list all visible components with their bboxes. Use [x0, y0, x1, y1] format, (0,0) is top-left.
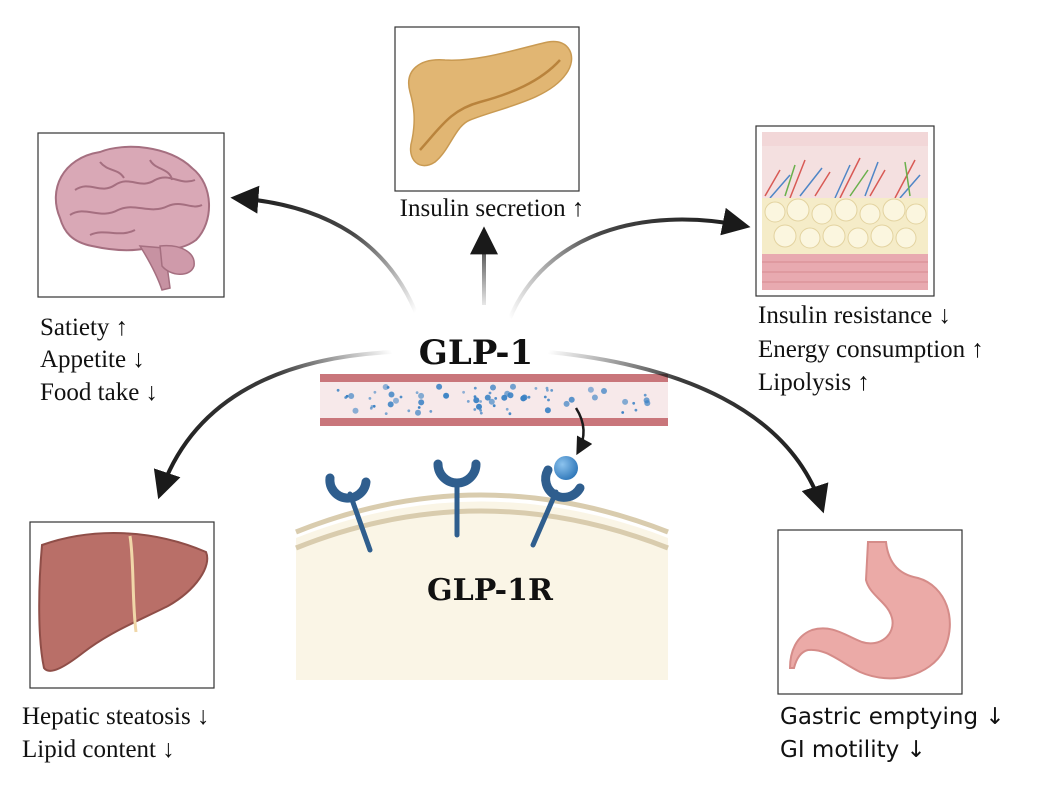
- vessel-molecule: [348, 393, 355, 399]
- vessel-molecule: [418, 392, 425, 399]
- vessel-molecule: [479, 409, 482, 412]
- vessel-molecule: [473, 408, 477, 411]
- vessel-molecule: [352, 407, 359, 414]
- vessel-molecule: [484, 394, 491, 401]
- vessel-molecule: [545, 386, 549, 390]
- vessel-molecule: [336, 388, 340, 392]
- vessel-molecule: [373, 390, 377, 394]
- glp1-title: GLP-1: [419, 333, 533, 373]
- brain-effect-3: Food take ↓: [40, 379, 158, 406]
- vessel-molecule: [399, 395, 403, 399]
- receptor-2: [433, 459, 481, 538]
- vessel-molecule: [510, 383, 516, 390]
- stomach-icon: [788, 541, 951, 680]
- vessel-molecule: [382, 384, 389, 390]
- brain-panel: Satiety ↑ Appetite ↓ Food take ↓: [37, 132, 225, 406]
- vessel-molecule: [492, 404, 496, 408]
- arrow-to-liver: [153, 350, 393, 500]
- target-cell: [295, 492, 669, 680]
- vessel-molecule: [563, 400, 570, 407]
- vessel-molecule: [546, 388, 549, 392]
- stomach-effect-1: Gastric emptying ↓: [780, 704, 1005, 730]
- vessel-molecule: [393, 397, 399, 404]
- vessel-molecule: [476, 403, 482, 410]
- receptor-1: [325, 473, 373, 553]
- vessel-molecule: [632, 401, 636, 405]
- vessel-molecule: [473, 395, 477, 398]
- brain-effect-1: Satiety ↑: [40, 314, 128, 341]
- liver-effect-1: Hepatic steatosis ↓: [22, 703, 209, 730]
- receptor-label: GLP-1R: [427, 573, 554, 608]
- binding-arrow: [574, 407, 593, 456]
- brain-effect-2: Appetite ↓: [40, 346, 145, 373]
- vessel-molecule: [488, 398, 495, 405]
- vessel-molecule: [505, 407, 509, 411]
- vessel-molecule: [488, 391, 492, 395]
- liver-icon: [38, 532, 209, 672]
- vessel-molecule: [534, 387, 538, 390]
- vessel-molecule: [415, 391, 419, 394]
- adipose-effect-2: Energy consumption ↑: [758, 336, 984, 363]
- vessel-molecule: [591, 394, 598, 401]
- vessel-molecule: [417, 406, 421, 409]
- liver-panel: Hepatic steatosis ↓ Lipid content ↓: [22, 521, 215, 763]
- vessel-molecule: [544, 407, 551, 414]
- vessel-molecule: [543, 395, 547, 399]
- vessel-molecule: [508, 412, 512, 416]
- vessel-molecule: [387, 401, 394, 408]
- adipose-effect-3: Lipolysis ↑: [758, 369, 870, 396]
- vessel-molecule: [473, 397, 480, 404]
- vessel-molecule: [644, 400, 651, 407]
- vessel-molecule: [479, 411, 483, 415]
- pancreas-panel: Insulin secretion ↑: [394, 26, 585, 222]
- vessel-molecule: [407, 409, 411, 413]
- blood-vessel: [320, 374, 668, 426]
- receptor-3-bound: [530, 456, 585, 548]
- vessel-molecule: [473, 386, 477, 390]
- vessel-molecule: [345, 394, 349, 398]
- adipose-tissue-icon: [762, 132, 928, 290]
- liver-effect-2: Lipid content ↓: [22, 736, 175, 763]
- glp1-molecule-bound: [554, 456, 578, 480]
- vessel-molecule: [504, 390, 511, 397]
- vessel-molecule: [436, 383, 443, 390]
- arrow-to-adipose: [508, 207, 751, 319]
- vessel-molecule: [494, 397, 498, 400]
- pancreas-effect-1: Insulin secretion ↑: [400, 195, 585, 222]
- vessel-molecule: [490, 384, 496, 391]
- vessel-molecule: [587, 386, 594, 393]
- vessel-molecule: [550, 389, 554, 392]
- vessel-molecule: [388, 391, 395, 398]
- adipose-panel: Insulin resistance ↓ Energy consumption …: [755, 125, 984, 396]
- adipose-effect-1: Insulin resistance ↓: [758, 302, 951, 329]
- brain-icon: [54, 145, 210, 291]
- vessel-molecule: [429, 410, 433, 413]
- vessel-molecule: [568, 396, 575, 403]
- vessel-molecule: [547, 398, 550, 402]
- vessel-molecule: [418, 399, 425, 406]
- vessel-molecule: [370, 405, 374, 408]
- stomach-effect-2: GI motility ↓: [780, 737, 926, 763]
- vessel-molecule: [527, 395, 531, 399]
- vessel-molecule: [634, 408, 638, 412]
- vessel-molecule: [415, 409, 421, 416]
- vessel-molecule: [479, 400, 482, 403]
- pancreas-icon: [408, 40, 573, 167]
- stomach-panel: Gastric emptying ↓ GI motility ↓: [777, 529, 1005, 763]
- vessel-molecule: [601, 388, 607, 394]
- vessel-molecule: [384, 412, 388, 415]
- vessel-molecule: [462, 390, 465, 394]
- vessel-molecule: [520, 395, 527, 402]
- arrow-to-brain: [230, 185, 420, 319]
- vessel-molecule: [622, 398, 629, 405]
- vessel-molecule: [621, 411, 625, 414]
- vessel-molecule: [372, 404, 376, 408]
- vessel-molecule: [466, 400, 470, 403]
- vessel-molecule: [643, 393, 647, 397]
- arrow-to-stomach: [547, 350, 829, 514]
- vessel-molecule: [443, 392, 450, 399]
- vessel-molecule: [368, 397, 372, 400]
